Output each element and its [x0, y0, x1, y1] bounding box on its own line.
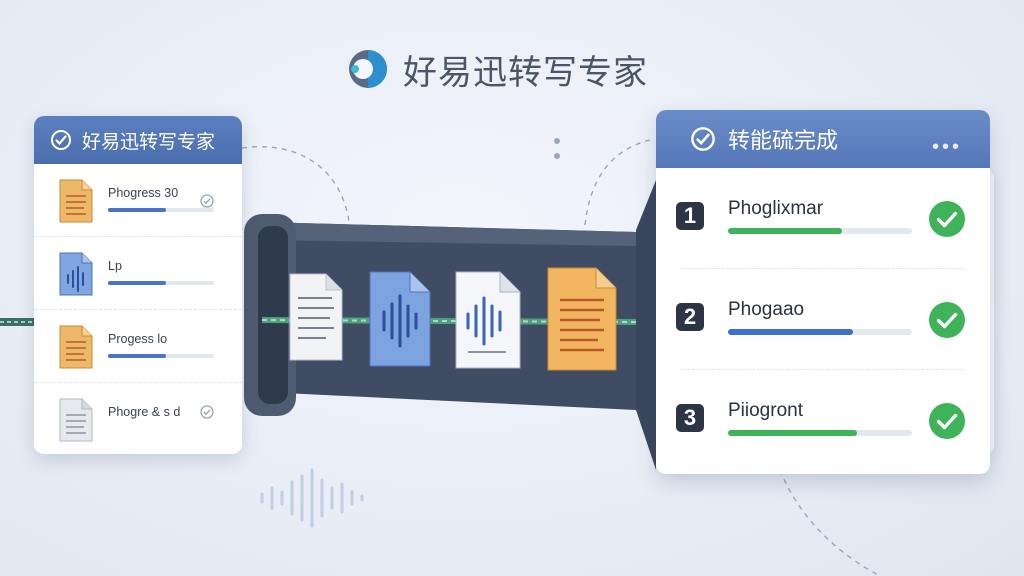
result-row[interactable]: 3 Piiogront	[676, 370, 965, 470]
success-check-icon	[929, 201, 965, 237]
text-doc-icon	[59, 325, 93, 369]
check-small-icon	[200, 405, 214, 419]
row-number-badge: 3	[676, 404, 704, 432]
result-label: Phoglixmar	[728, 198, 824, 219]
belt-doc-text	[289, 273, 343, 361]
row-number-badge: 1	[676, 202, 704, 230]
brand-title: 好易迅转写专家	[403, 52, 648, 93]
list-item[interactable]: Progess lo	[34, 310, 242, 383]
results-panel: 转能硫完成 ••• 1 Phoglixmar 2 Phogaao 3 Piiog…	[656, 110, 990, 474]
audio-doc-icon	[59, 252, 93, 296]
item-progress-bar	[108, 208, 214, 212]
belt-doc-audio-white	[455, 271, 521, 369]
item-progress-bar	[108, 281, 214, 285]
result-progress-bar	[728, 329, 912, 335]
queue-panel-title: 好易迅转写专家	[82, 130, 216, 153]
results-panel-header: 转能硫完成 •••	[656, 110, 990, 168]
item-progress-bar	[108, 354, 214, 358]
brand-header: 好易迅转写专家	[343, 44, 648, 94]
item-label: Phogre & s d	[108, 405, 181, 419]
belt-doc-orange	[547, 267, 617, 371]
item-label: Progess lo	[108, 332, 168, 346]
result-label: Phogaao	[728, 299, 805, 320]
check-circle-icon	[51, 130, 71, 150]
list-item[interactable]: Phogress 30	[34, 164, 242, 237]
text-doc-icon	[59, 179, 93, 223]
result-row[interactable]: 1 Phoglixmar	[676, 168, 965, 269]
result-progress-bar	[728, 430, 912, 436]
row-number-badge: 2	[676, 303, 704, 331]
more-menu-icon[interactable]: •••	[931, 136, 962, 158]
check-small-icon	[200, 194, 214, 208]
success-check-icon	[929, 302, 965, 338]
list-item[interactable]: Phogre & s d	[34, 383, 242, 454]
belt-doc-audio-blue	[369, 271, 431, 367]
soundwave-decoration	[260, 468, 364, 528]
item-label: Phogress 30	[108, 186, 179, 200]
gray-doc-icon	[59, 398, 93, 442]
brand-logo-icon	[349, 50, 387, 88]
result-label: Piiogront	[728, 400, 803, 421]
queue-panel-header: 好易迅转写专家	[34, 116, 242, 164]
queue-panel: 好易迅转写专家 Phogress 30	[34, 116, 242, 454]
result-row[interactable]: 2 Phogaao	[676, 269, 965, 370]
results-panel-title: 转能硫完成	[728, 129, 839, 154]
check-circle-icon	[691, 127, 715, 151]
result-progress-bar	[728, 228, 912, 234]
success-check-icon	[929, 403, 965, 439]
item-label: Lp	[108, 259, 122, 273]
list-item[interactable]: Lp	[34, 237, 242, 310]
